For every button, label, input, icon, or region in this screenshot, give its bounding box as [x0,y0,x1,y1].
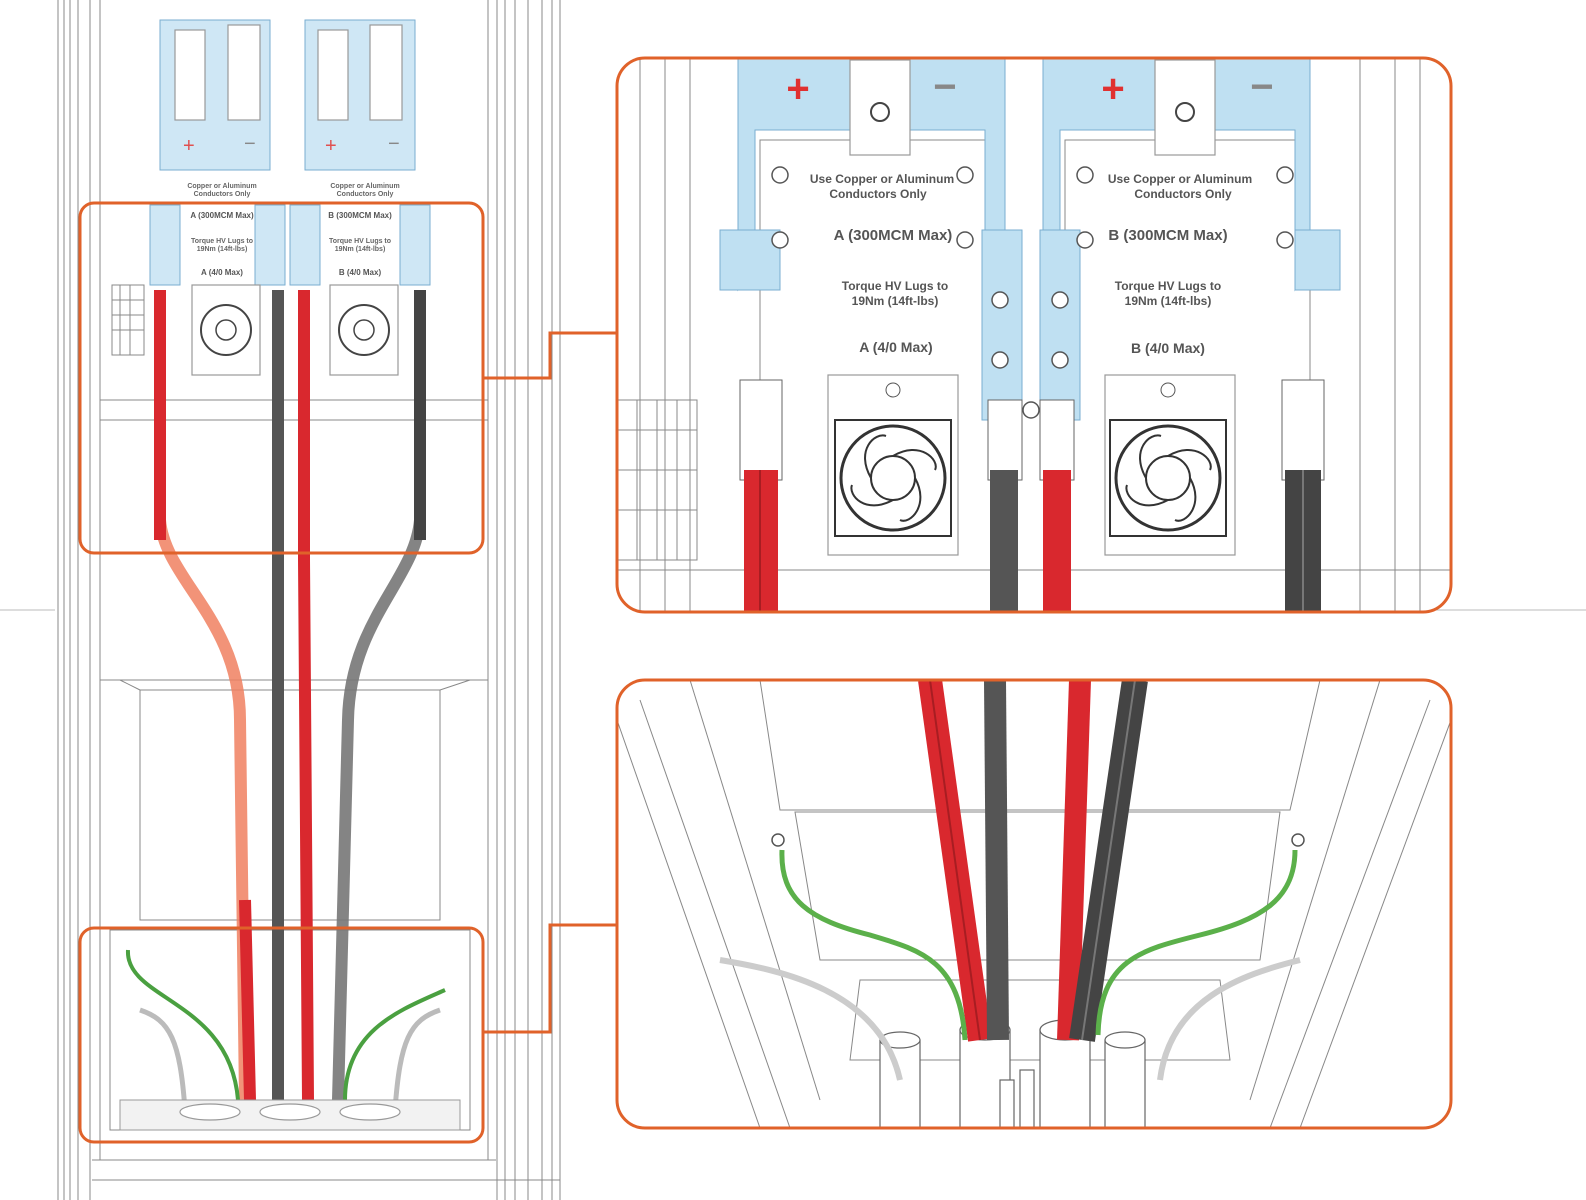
conductor-note-b: Copper or Aluminum [330,183,399,190]
plus-sign: + [183,135,195,157]
awg-label-a: A (4/0 Max) [859,339,932,355]
negative-cable-b [1069,680,1148,1042]
conductor-note-a2: Conductors Only [194,191,251,198]
torque-label-b: Torque HV Lugs to [1115,279,1221,293]
ground-wires [125,949,446,1111]
terminal-block [617,399,698,561]
conduit-holes [119,1099,461,1131]
minus-sign: − [933,65,956,109]
awg-label-a: A (4/0 Max) [201,268,243,277]
busbar-b: + − [289,19,431,286]
torque-label-a: Torque HV Lugs to [842,279,948,293]
mcm-label-a: A (300MCM Max) [834,227,953,244]
awg-label-b: B (4/0 Max) [1131,340,1205,356]
conductor-note-a: Copper or Aluminum [187,183,256,190]
detail-view-busbars: + − + − Use Copper or Aluminum Conductor… [615,56,1453,614]
negative-cable-a [984,680,1009,1041]
conductor-note-a: Use Copper or Aluminum [810,172,954,186]
torque-label-a: Torque HV Lugs to [191,238,253,245]
negative-cable-a [987,399,1023,612]
negative-cable-b [1281,379,1325,612]
conductor-note-b2: Conductors Only [1134,187,1232,201]
mcm-label-b: B (300MCM Max) [328,211,392,220]
busbar-a: + − [149,19,286,286]
callout-connector-lower [483,923,617,1034]
cooling-fan-a [191,284,261,376]
positive-cable-a [154,290,256,1101]
conductor-note-a2: Conductors Only [829,187,927,201]
positive-cable-b [298,290,314,1101]
positive-cable-b [1039,399,1075,612]
ground-wires [719,849,1301,1081]
plus-sign: + [786,67,809,111]
positive-cable-b [1057,680,1091,1041]
conductor-note-b2: Conductors Only [337,191,394,198]
plus-sign: + [1101,67,1124,111]
positive-cable-a [918,680,992,1042]
callout-frame-lower [78,926,485,1144]
cooling-fan-a [827,374,959,556]
awg-label-b: B (4/0 Max) [339,268,382,277]
negative-cable-b [332,290,426,1101]
detail-view-conduit-entry [615,678,1453,1130]
positive-cable-a [739,379,783,612]
minus-sign: − [1250,65,1273,109]
minus-sign: − [244,133,256,155]
torque-label-b: Torque HV Lugs to [329,238,391,245]
torque-value-a: 19Nm (14ft-lbs) [852,294,939,308]
plus-sign: + [325,135,337,157]
mcm-label-b: B (300MCM Max) [1108,227,1227,244]
conductor-note-b: Use Copper or Aluminum [1108,172,1252,186]
torque-value-a: 19Nm (14ft-lbs) [197,246,248,253]
cooling-fan-b [329,284,399,376]
cooling-fan-b [1104,374,1236,556]
mcm-label-a: A (300MCM Max) [190,211,254,220]
minus-sign: − [388,133,400,155]
torque-value-b: 19Nm (14ft-lbs) [1125,294,1212,308]
charger-cabinet: + − + − Copper or Aluminum Conductors On… [55,0,665,1200]
callout-connector-upper [483,331,617,380]
torque-value-b: 19Nm (14ft-lbs) [335,246,386,253]
terminal-block [111,284,145,356]
